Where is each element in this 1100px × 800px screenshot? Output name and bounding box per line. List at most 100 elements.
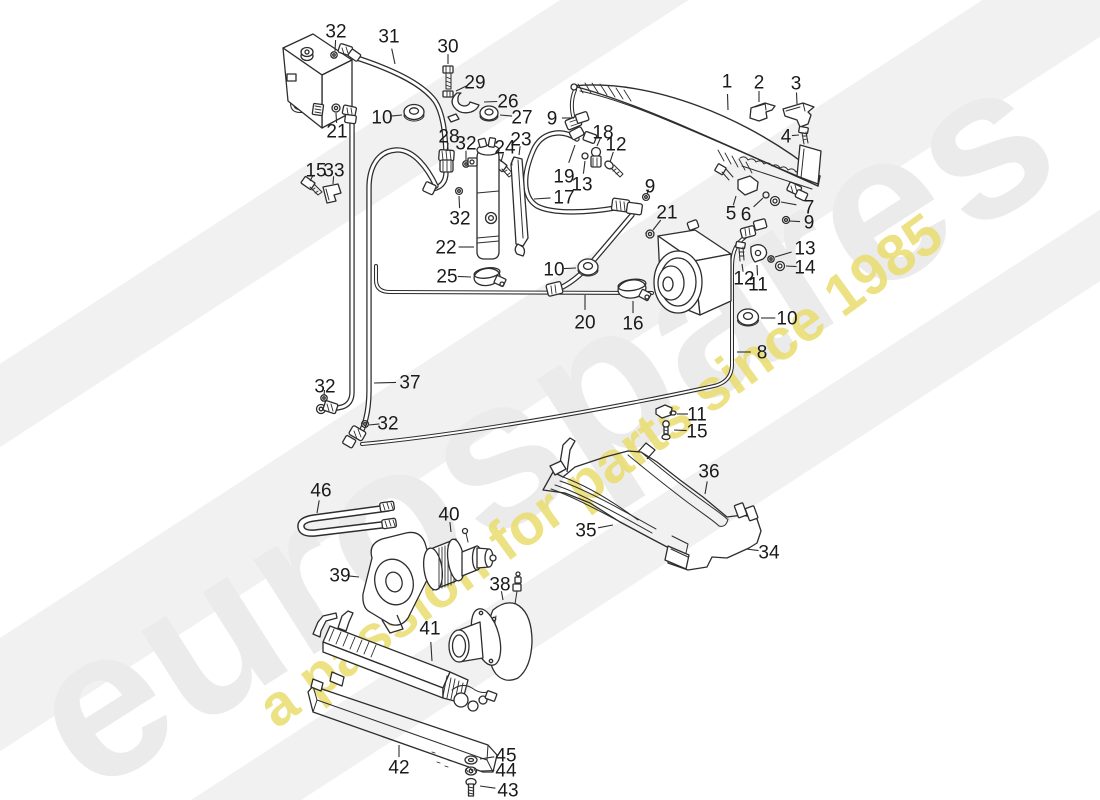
callout-10[interactable]: 10 bbox=[543, 260, 564, 281]
hose17-fittings bbox=[581, 130, 602, 168]
callout-9[interactable]: 9 bbox=[804, 213, 815, 234]
callout-27[interactable]: 27 bbox=[511, 108, 532, 129]
callout-13[interactable]: 13 bbox=[571, 175, 592, 196]
callout-32[interactable]: 32 bbox=[325, 22, 346, 43]
callout-44[interactable]: 44 bbox=[495, 761, 517, 782]
compressor bbox=[653, 219, 732, 316]
callout-leader-27 bbox=[499, 114, 513, 117]
grommet-10-c bbox=[577, 258, 599, 277]
callout-37[interactable]: 37 bbox=[399, 373, 420, 394]
callout-14[interactable]: 14 bbox=[794, 258, 816, 279]
callout-28[interactable]: 28 bbox=[438, 127, 459, 148]
callout-34[interactable]: 34 bbox=[758, 543, 780, 564]
callout-13[interactable]: 13 bbox=[794, 239, 815, 260]
evaporator-41 bbox=[312, 610, 498, 712]
callout-leader-41 bbox=[430, 641, 433, 662]
callout-38[interactable]: 38 bbox=[489, 575, 510, 596]
callout-45[interactable]: 45 bbox=[495, 746, 516, 767]
callout-12[interactable]: 12 bbox=[733, 269, 754, 290]
callout-41[interactable]: 41 bbox=[419, 619, 440, 640]
callout-35[interactable]: 35 bbox=[575, 521, 596, 542]
screw-15-b bbox=[661, 420, 671, 441]
callout-1[interactable]: 1 bbox=[722, 72, 733, 93]
callout-10[interactable]: 10 bbox=[776, 309, 797, 330]
callout-4[interactable]: 4 bbox=[781, 127, 792, 148]
callout-42[interactable]: 42 bbox=[388, 758, 409, 779]
callout-3[interactable]: 3 bbox=[791, 74, 802, 95]
callout-40[interactable]: 40 bbox=[438, 505, 459, 526]
callout-32[interactable]: 32 bbox=[455, 134, 476, 155]
callout-leader-10 bbox=[563, 267, 577, 270]
callout-leader-12 bbox=[741, 263, 744, 272]
nut-29 bbox=[442, 90, 454, 98]
screw-43 bbox=[465, 777, 477, 797]
callout-19[interactable]: 19 bbox=[553, 167, 574, 188]
grommet-27 bbox=[479, 105, 499, 122]
screw-4 bbox=[798, 125, 809, 145]
strap-23 bbox=[510, 156, 529, 257]
blower-wheel-40 bbox=[422, 527, 497, 591]
case-42 bbox=[307, 671, 498, 773]
callout-2[interactable]: 2 bbox=[754, 73, 765, 94]
callout-10[interactable]: 10 bbox=[371, 108, 392, 129]
callout-26[interactable]: 26 bbox=[497, 92, 518, 113]
callout-7[interactable]: 7 bbox=[804, 198, 815, 219]
watermark-band bbox=[0, 0, 1100, 645]
callout-leader-34 bbox=[745, 548, 759, 552]
callout-30[interactable]: 30 bbox=[437, 37, 458, 58]
callout-8[interactable]: 8 bbox=[757, 343, 768, 364]
callout-leader-21 bbox=[335, 112, 338, 123]
callout-9[interactable]: 9 bbox=[645, 177, 656, 198]
callout-leader-44 bbox=[479, 769, 495, 772]
callout-32[interactable]: 32 bbox=[449, 209, 470, 230]
callout-leader-3 bbox=[795, 92, 798, 105]
callout-20[interactable]: 20 bbox=[574, 313, 595, 334]
callout-leader-45 bbox=[479, 756, 495, 760]
callout-leader-40 bbox=[449, 522, 452, 533]
callout-17[interactable]: 17 bbox=[553, 188, 574, 209]
callout-32[interactable]: 32 bbox=[314, 377, 335, 398]
callout-leader-32 bbox=[323, 390, 326, 396]
callout-25[interactable]: 25 bbox=[436, 267, 457, 288]
callout-31[interactable]: 31 bbox=[378, 27, 399, 48]
callout-leader-9 bbox=[646, 189, 650, 195]
callout-18[interactable]: 18 bbox=[592, 123, 613, 144]
callout-9[interactable]: 9 bbox=[547, 109, 558, 130]
callout-leader-19 bbox=[568, 144, 576, 163]
callout-46[interactable]: 46 bbox=[310, 481, 331, 502]
clamp-cluster-11-14 bbox=[735, 240, 786, 272]
screw-12-a bbox=[604, 160, 624, 178]
hose31-banjo-fitting bbox=[337, 43, 362, 62]
callout-21[interactable]: 21 bbox=[656, 203, 677, 224]
callout-leader-38 bbox=[500, 591, 504, 601]
callout-32[interactable]: 32 bbox=[377, 414, 398, 435]
callout-15[interactable]: 15 bbox=[305, 161, 326, 182]
callout-36[interactable]: 36 bbox=[698, 462, 719, 483]
callout-11[interactable]: 11 bbox=[748, 275, 768, 296]
callout-leader-32 bbox=[368, 423, 380, 426]
callout-15[interactable]: 15 bbox=[686, 422, 707, 443]
hose37-banjo-fitting bbox=[341, 104, 358, 125]
callout-33[interactable]: 33 bbox=[323, 161, 344, 182]
callout-24[interactable]: 24 bbox=[494, 138, 516, 159]
callout-leader-37 bbox=[373, 381, 397, 384]
callout-43[interactable]: 43 bbox=[497, 781, 518, 800]
callout-29[interactable]: 29 bbox=[464, 73, 485, 94]
callout-11[interactable]: 11 bbox=[687, 405, 707, 426]
callout-16[interactable]: 16 bbox=[622, 314, 643, 335]
callout-leader-5 bbox=[732, 195, 737, 206]
callout-6[interactable]: 6 bbox=[741, 205, 752, 226]
callout-22[interactable]: 22 bbox=[435, 238, 456, 259]
ring-32-e bbox=[360, 419, 370, 429]
u-bracket-46 bbox=[301, 500, 398, 533]
callout-21[interactable]: 21 bbox=[326, 122, 347, 143]
callout-39[interactable]: 39 bbox=[329, 566, 350, 587]
callout-23[interactable]: 23 bbox=[510, 130, 531, 151]
hose37-end-fitting bbox=[315, 400, 339, 415]
callout-leader-14 bbox=[785, 265, 797, 268]
callout-5[interactable]: 5 bbox=[726, 204, 737, 225]
callout-12[interactable]: 12 bbox=[605, 135, 626, 156]
callout-leader-15 bbox=[309, 174, 314, 182]
